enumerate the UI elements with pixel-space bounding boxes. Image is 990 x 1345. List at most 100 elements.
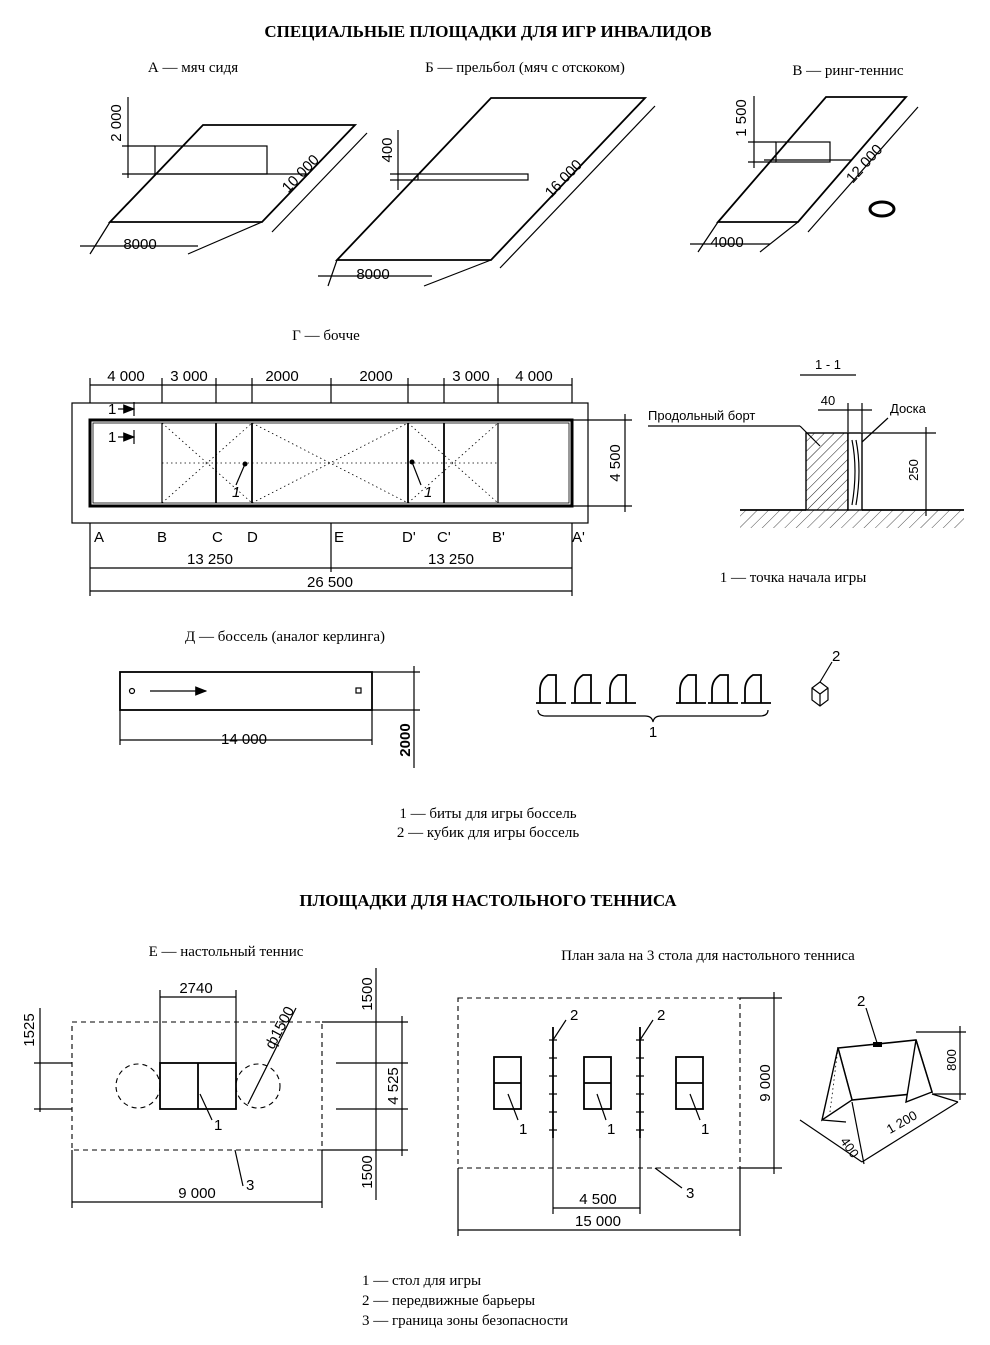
- point-c-prime: C': [437, 529, 451, 546]
- court-b-length-dim: 16 000: [542, 156, 586, 201]
- barrier-length-dim: 1 200: [884, 1107, 920, 1136]
- court-c-diagram: В — ринг-теннис 1 500 4000 12 000: [690, 63, 919, 253]
- hall-table-callout-1: 1: [519, 1121, 527, 1138]
- bats-brace: [537, 709, 769, 723]
- barrier-detail-diagram: 2 800 1 200 400: [799, 993, 966, 1165]
- bossel-length-dim: 14 000: [221, 731, 267, 748]
- bossel-legend-2: 2 — кубик для игры боссель: [397, 825, 579, 841]
- court-b-outline: [334, 97, 648, 261]
- tennis-safety-zone: [71, 1021, 323, 1151]
- cube-callout: 2: [832, 648, 840, 665]
- section-title: 1 - 1: [815, 357, 841, 372]
- section-mark-2: 1: [108, 429, 116, 446]
- bocce-dim-4: 2000: [359, 368, 392, 385]
- label-plank: Доска: [890, 401, 927, 416]
- section-legend: 1 — точка начала игры: [720, 570, 867, 586]
- court-b-caption: Б — прельбол (мяч с отскоком): [425, 60, 625, 76]
- bocce-caption: Г — бочче: [292, 328, 360, 344]
- longitudinal-board: [805, 432, 849, 511]
- point-a: A: [94, 529, 104, 546]
- tennis-legend-3: 3 — граница зоны безопасности: [362, 1313, 568, 1329]
- hall-safety-zone: [457, 997, 741, 1169]
- point-c: C: [212, 529, 223, 546]
- bocce-dim-1: 4 000: [107, 368, 145, 385]
- barrier-height-dim: 800: [944, 1049, 959, 1071]
- hall-height-dim: 9 000: [757, 1064, 774, 1102]
- bocce-outer-border: [71, 402, 589, 524]
- tennis-table-callout: 1: [214, 1117, 222, 1134]
- hall-barrier-1: [549, 1027, 557, 1138]
- tennis-margin-top-dim: 1500: [359, 977, 376, 1010]
- bossel-target-mark: [355, 687, 362, 694]
- court-c-zone-dim: 1 500: [733, 99, 750, 137]
- bossel-legend-1: 1 — биты для игры боссель: [399, 806, 576, 822]
- title-table-tennis: ПЛОЩАДКИ ДЛЯ НАСТОЛЬНОГО ТЕННИСА: [299, 891, 677, 910]
- court-b-width-dim: 8000: [356, 266, 389, 283]
- point-b: B: [157, 529, 167, 546]
- court-a-zone-dim: 2 000: [108, 104, 125, 142]
- court-a-zone: [154, 145, 268, 175]
- court-c-length-dim: 12 000: [843, 141, 886, 186]
- ground: [740, 510, 964, 528]
- tennis-player-zone-left: [115, 1063, 161, 1109]
- tennis-zone-callout: 3: [246, 1177, 254, 1194]
- hall-caption: План зала на 3 стола для настольного тен…: [561, 948, 855, 964]
- bocce-half-left-dim: 13 250: [187, 551, 233, 568]
- point-a-prime: A': [572, 529, 585, 546]
- court-a-outline: [107, 124, 358, 223]
- tennis-player-zone-right: [235, 1063, 281, 1109]
- bocce-dim-2: 3 000: [170, 368, 208, 385]
- tennis-diameter-dim: ф1500: [262, 1004, 298, 1052]
- barrier-depth-dim: 400: [837, 1134, 862, 1160]
- court-b-net: [417, 173, 529, 181]
- title-disabled-games: СПЕЦИАЛЬНЫЕ ПЛОЩАДКИ ДЛЯ ИГР ИНВАЛИДОВ: [264, 22, 711, 41]
- section-height-dim: 250: [906, 459, 921, 481]
- point-e: E: [334, 529, 344, 546]
- point-d: D: [247, 529, 258, 546]
- bocce-court: [88, 418, 574, 508]
- cube-icon: [811, 681, 829, 707]
- hall-zone-callout: 3: [686, 1185, 694, 1202]
- bocce-dim-3: 2000: [265, 368, 298, 385]
- tennis-legend: 1 — стол для игры 2 — передвижные барьер…: [362, 1273, 568, 1329]
- bocce-width-dim: 4 500: [607, 444, 624, 482]
- barrier-callout: 2: [857, 993, 865, 1010]
- hall-barrier-2: [636, 1027, 644, 1138]
- court-c-caption: В — ринг-теннис: [792, 63, 904, 79]
- tennis-legend-2: 2 — передвижные барьеры: [362, 1293, 535, 1309]
- hall-width-dim: 15 000: [575, 1213, 621, 1230]
- court-a-caption: А — мяч сидя: [148, 60, 238, 76]
- court-b-net-dim: 400: [379, 137, 396, 162]
- section-thickness-dim: 40: [821, 393, 835, 408]
- bocce-half-right-dim: 13 250: [428, 551, 474, 568]
- court-c-outline: [716, 96, 908, 223]
- tennis-caption: Е — настольный теннис: [149, 944, 304, 960]
- label-longitudinal-board: Продольный борт: [648, 408, 755, 423]
- bossel-court: [119, 671, 373, 711]
- hall-table-callout-3: 1: [701, 1121, 709, 1138]
- bocce-diagram: Г — бочче 4 000 3 000 2000 2000 3 000 4 …: [71, 328, 632, 596]
- hall-barrier-callout-1: 2: [570, 1007, 578, 1024]
- bossel-caption: Д — боссель (аналог керлинга): [185, 629, 385, 645]
- bossel-diagram: Д — боссель (аналог керлинга) 14 000 200…: [119, 629, 840, 841]
- hall-spacing-dim: 4 500: [579, 1191, 617, 1208]
- bossel-start-mark: [128, 687, 136, 695]
- court-c-zone: [775, 141, 831, 163]
- court-a-diagram: А — мяч сидя 2 000 8000 10 000: [80, 60, 368, 255]
- point-b-prime: B': [492, 529, 505, 546]
- bocce-start-label-1: 1: [232, 484, 240, 501]
- bocce-dim-5: 3 000: [452, 368, 490, 385]
- tennis-legend-1: 1 — стол для игры: [362, 1273, 481, 1289]
- bocce-total-dim: 26 500: [307, 574, 353, 591]
- bocce-start-label-2: 1: [424, 484, 432, 501]
- court-c-width-dim: 4000: [710, 234, 743, 251]
- hall-barrier-callout-2: 2: [657, 1007, 665, 1024]
- tennis-table-length-dim: 2740: [179, 980, 212, 997]
- hall-plan-diagram: План зала на 3 стола для настольного тен…: [457, 948, 855, 1236]
- tennis-width-dim: 9 000: [178, 1185, 216, 1202]
- bossel-bats: [536, 674, 771, 704]
- ring-icon: [868, 200, 896, 218]
- section-mark-1: 1: [108, 401, 116, 418]
- court-a-width-dim: 8000: [123, 236, 156, 253]
